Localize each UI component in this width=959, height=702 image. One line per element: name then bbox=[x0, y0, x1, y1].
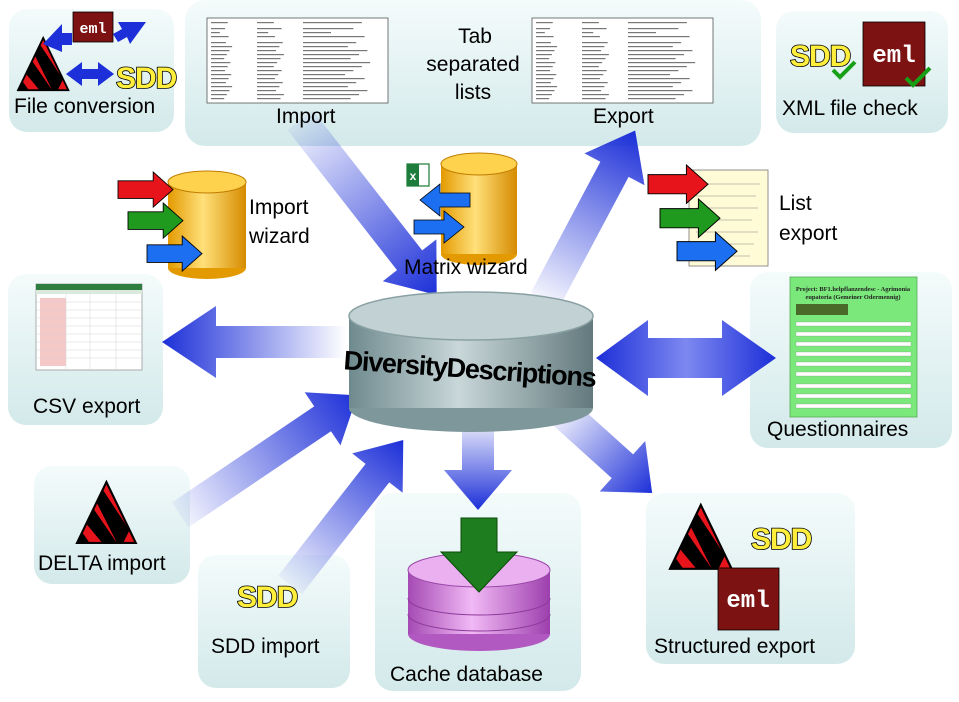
file-conversion-label: File conversion bbox=[14, 95, 155, 118]
sdd-import-label: SDD import bbox=[211, 635, 320, 658]
svg-text:eml: eml bbox=[79, 21, 106, 38]
delta-import-label: DELTA import bbox=[38, 552, 166, 575]
import-list-document bbox=[206, 17, 389, 104]
blue-arrow-icon bbox=[113, 22, 146, 44]
diversity-descriptions-database: DiversityDescriptions bbox=[343, 291, 597, 432]
export-flow-arrow bbox=[530, 130, 645, 308]
svg-text:eml: eml bbox=[726, 588, 769, 615]
blue-double-arrow-icon bbox=[66, 62, 114, 86]
matrix-wizard-label: Matrix wizard bbox=[404, 256, 528, 279]
eml-icon bbox=[717, 567, 780, 631]
xml-check-icons: SDD eml XML file check bbox=[782, 21, 932, 120]
tab-separated-label-1: Tab bbox=[458, 25, 492, 48]
svg-text:Project: BF1.helpflanzendesc -: Project: BF1.helpflanzendesc - Agrimonia bbox=[796, 286, 911, 293]
matrix-wizard-icon: x bbox=[406, 152, 518, 265]
svg-text:eml: eml bbox=[872, 43, 915, 70]
green-down-arrow-icon bbox=[439, 517, 519, 593]
cache-flow-arrow bbox=[444, 418, 512, 510]
import-wizard-label-2: wizard bbox=[248, 225, 310, 248]
questionnaire-form-icon: Project: BF1.helpflanzendesc - Agrimonia… bbox=[789, 276, 918, 418]
checkmark-icon bbox=[904, 66, 932, 88]
import-flow-arrow bbox=[287, 110, 437, 295]
structured-export-icons: SDD eml bbox=[668, 503, 813, 631]
import-wizard-label-1: Import bbox=[249, 196, 309, 219]
tab-separated-label-2: separated bbox=[426, 53, 519, 76]
blue-arrow-icon bbox=[43, 24, 72, 52]
csv-export-flow-arrow bbox=[162, 306, 346, 378]
export-label: Export bbox=[593, 105, 654, 128]
import-label: Import bbox=[276, 105, 336, 128]
import-wizard-icon bbox=[117, 170, 247, 279]
sdd-icon: SDD bbox=[237, 581, 298, 614]
document-text-lines bbox=[211, 22, 371, 100]
questionnaires-label: Questionnaires bbox=[767, 418, 908, 441]
list-export-icon bbox=[647, 164, 769, 271]
svg-text:eupatoria (Gemeiner Odermennig: eupatoria (Gemeiner Odermennig) bbox=[805, 294, 900, 301]
spreadsheet-icon bbox=[35, 283, 143, 371]
document-text-lines bbox=[536, 22, 696, 100]
tab-separated-label-3: lists bbox=[455, 81, 491, 104]
checkmark-icon bbox=[831, 60, 857, 80]
sdd-icon: SDD bbox=[116, 62, 177, 95]
structured-export-label: Structured export bbox=[654, 635, 815, 658]
eml-icon bbox=[72, 11, 114, 43]
sdd-icon: SDD bbox=[751, 523, 812, 556]
xml-file-check-label: XML file check bbox=[782, 97, 918, 120]
eml-icon bbox=[862, 21, 926, 87]
list-export-label-2: export bbox=[779, 222, 838, 245]
questionnaire-flow-arrow bbox=[596, 320, 776, 396]
structured-export-flow-arrow bbox=[549, 398, 653, 493]
delta-import-flow-arrow bbox=[171, 392, 358, 528]
file-conversion-icons: eml SDD File conversion bbox=[14, 11, 178, 118]
csv-export-label: CSV export bbox=[33, 395, 141, 418]
list-export-label-1: List bbox=[779, 192, 812, 215]
export-list-document bbox=[531, 17, 714, 104]
sdd-import-box bbox=[198, 555, 350, 688]
cache-database-label: Cache database bbox=[390, 663, 543, 686]
sdd-import-flow-arrow bbox=[278, 440, 404, 595]
svg-text:x: x bbox=[410, 169, 417, 183]
sdd-icon: SDD bbox=[790, 40, 851, 73]
cache-database-icon bbox=[407, 517, 551, 651]
